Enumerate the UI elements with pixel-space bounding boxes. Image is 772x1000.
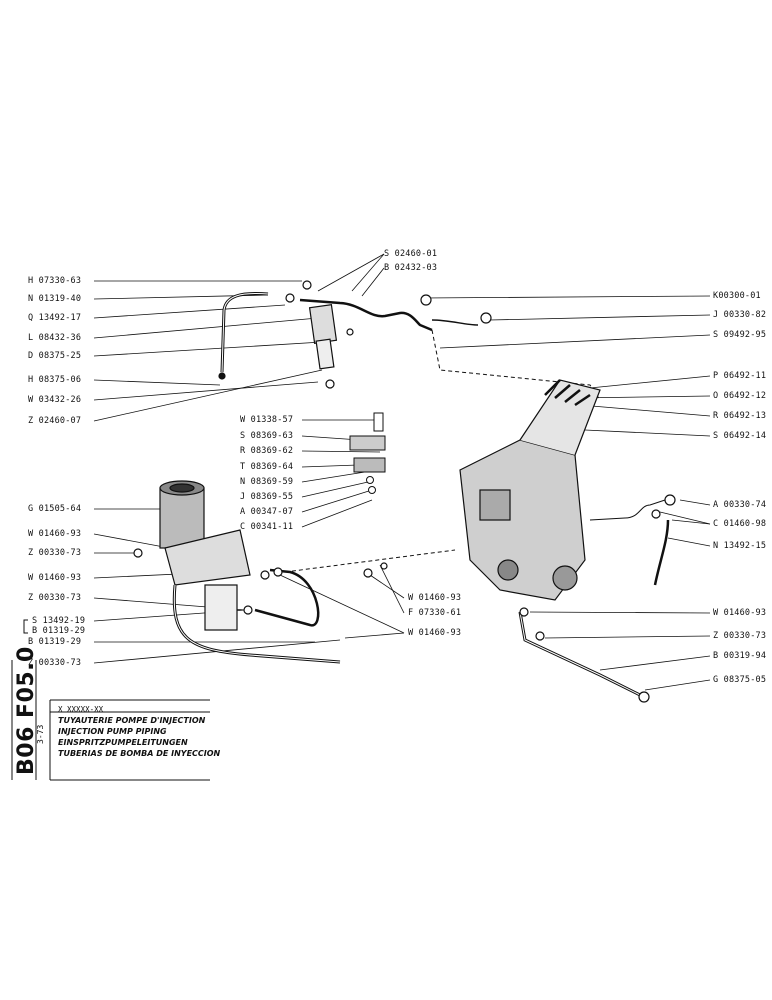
part-code: X XXXXX-XX <box>58 705 104 714</box>
injection-pump <box>284 379 676 703</box>
part-label: R 06492-13 <box>713 411 767 421</box>
part-label: H 08375-06 <box>28 375 82 385</box>
title-fr: TUYAUTERIE POMPE D'INJECTION <box>58 716 206 725</box>
fuel-filter <box>133 480 341 664</box>
part-label: K00300-01 <box>713 291 761 301</box>
part-label: W 01460-93 <box>408 593 462 603</box>
part-label: A 00330-74 <box>713 500 767 510</box>
part-label: G 08375-05 <box>713 675 767 685</box>
page-number: B06 F05.0 <box>14 646 39 775</box>
part-label: J 08369-55 <box>240 492 294 502</box>
part-label: B 01319-29 <box>28 637 82 647</box>
part-label: C 00341-11 <box>240 522 294 532</box>
title-de: EINSPRITZPUMPELEITUNGEN <box>58 738 188 747</box>
part-label: S 09492-95 <box>713 330 767 340</box>
part-label: L 08432-36 <box>28 333 82 343</box>
part-label: P 06492-11 <box>713 371 767 381</box>
part-label: S 08369-63 <box>240 431 294 441</box>
part-label: S 13492-19 <box>32 616 86 626</box>
injector-assembly <box>218 280 601 401</box>
part-label: W 01460-93 <box>408 628 462 638</box>
sheet-ref: 3-73 <box>36 724 45 744</box>
part-label: O 06492-12 <box>713 391 767 401</box>
part-label: W 03432-26 <box>28 395 82 405</box>
part-label: Z 00330-73 <box>28 658 82 668</box>
part-label: N 08369-59 <box>240 477 294 487</box>
part-label: C 01460-98 <box>713 519 767 529</box>
part-label: S 06492-14 <box>713 431 767 441</box>
part-label: B 01319-29 <box>32 626 86 636</box>
part-label: D 08375-25 <box>28 351 82 361</box>
leader-lines <box>93 253 711 691</box>
part-label: Z 00330-73 <box>28 548 82 558</box>
part-label: B 02432-03 <box>384 263 438 273</box>
part-label: Z 00330-73 <box>713 631 767 641</box>
part-label: G 01505-64 <box>28 504 82 514</box>
part-label: B 00319-94 <box>713 651 767 661</box>
part-label: F 07330-61 <box>408 608 462 618</box>
part-label: Z 02460-07 <box>28 416 82 426</box>
part-label: A 00347-07 <box>240 507 294 517</box>
part-label: W 01460-93 <box>713 608 767 618</box>
title-es: TUBERIAS DE BOMBA DE INYECCION <box>58 749 221 758</box>
part-label: W 01460-93 <box>28 529 82 539</box>
part-label: H 07330-63 <box>28 276 82 286</box>
small-parts <box>349 412 386 494</box>
title-block-frame <box>11 619 210 781</box>
title-en: INJECTION PUMP PIPING <box>58 727 167 736</box>
part-label: Z 00330-73 <box>28 593 82 603</box>
part-label: N 01319-40 <box>28 294 82 304</box>
part-label: T 08369-64 <box>240 462 294 472</box>
part-label: Q 13492-17 <box>28 313 82 323</box>
part-label: R 08369-62 <box>240 446 294 456</box>
part-label: W 01338-57 <box>240 415 294 425</box>
part-label: J 00330-82 <box>713 310 767 320</box>
part-label: W 01460-93 <box>28 573 82 583</box>
part-label: S 02460-01 <box>384 249 438 259</box>
part-label: N 13492-15 <box>713 541 767 551</box>
